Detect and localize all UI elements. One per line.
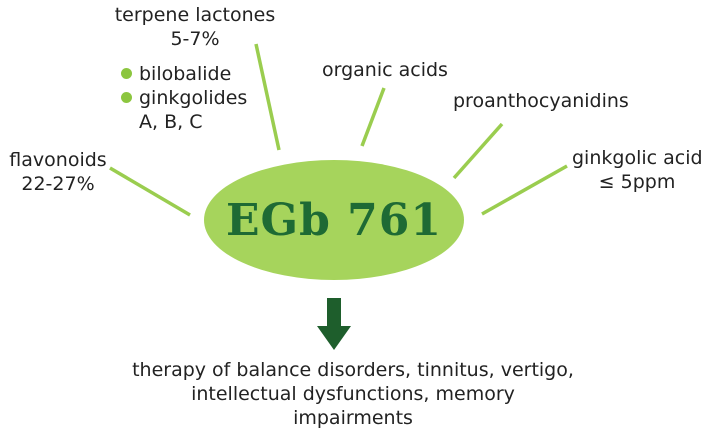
organic-acids-label: organic acids [322, 59, 448, 81]
egb761-ellipse: EGb 761 [204, 160, 464, 280]
connector-organic-acids [360, 87, 386, 147]
therapy-line-2: intellectual dysfunctions, memory [191, 383, 515, 405]
connector-ginkgolic-acid [481, 164, 568, 216]
bullet-icon [121, 68, 132, 79]
bullet-icon [121, 92, 132, 103]
bilobalide-label: bilobalide [139, 63, 232, 85]
flavonoids-title: flavonoids [9, 149, 107, 171]
terpene-lactones-list: bilobalide ginkgolides A, B, C [121, 62, 247, 134]
ginkgolic-acid-title: ginkgolic acid [572, 147, 703, 169]
ginkgolides-label: ginkgolides [139, 87, 248, 109]
egb761-label: EGb 761 [225, 194, 443, 246]
terpene-lactones-label: terpene lactones 5-7% [110, 3, 280, 51]
terpene-lactones-value: 5-7% [170, 28, 220, 50]
ginkgolic-acid-label: ginkgolic acid ≤ 5ppm [572, 146, 703, 194]
down-arrow-icon [317, 298, 351, 350]
terpene-lactones-title: terpene lactones [114, 4, 276, 26]
connector-proanthocyanidins [452, 122, 504, 180]
list-item-ginkgolides: ginkgolides [121, 86, 247, 110]
flavonoids-label: flavonoids 22-27% [0, 148, 116, 196]
therapy-description: therapy of balance disorders, tinnitus, … [0, 358, 706, 430]
therapy-line-3: impairments [293, 407, 413, 429]
ginkgolides-types: A, B, C [139, 111, 203, 133]
ginkgolic-acid-value: ≤ 5ppm [598, 171, 676, 193]
connector-terpene-lactones [254, 43, 281, 151]
down-arrow-shape [317, 298, 351, 350]
therapy-line-1: therapy of balance disorders, tinnitus, … [132, 359, 574, 381]
connector-flavonoids [109, 166, 191, 217]
list-item-bilobalide: bilobalide [121, 62, 247, 86]
flavonoids-value: 22-27% [21, 173, 95, 195]
proanthocyanidins-label: proanthocyanidins [453, 90, 629, 112]
